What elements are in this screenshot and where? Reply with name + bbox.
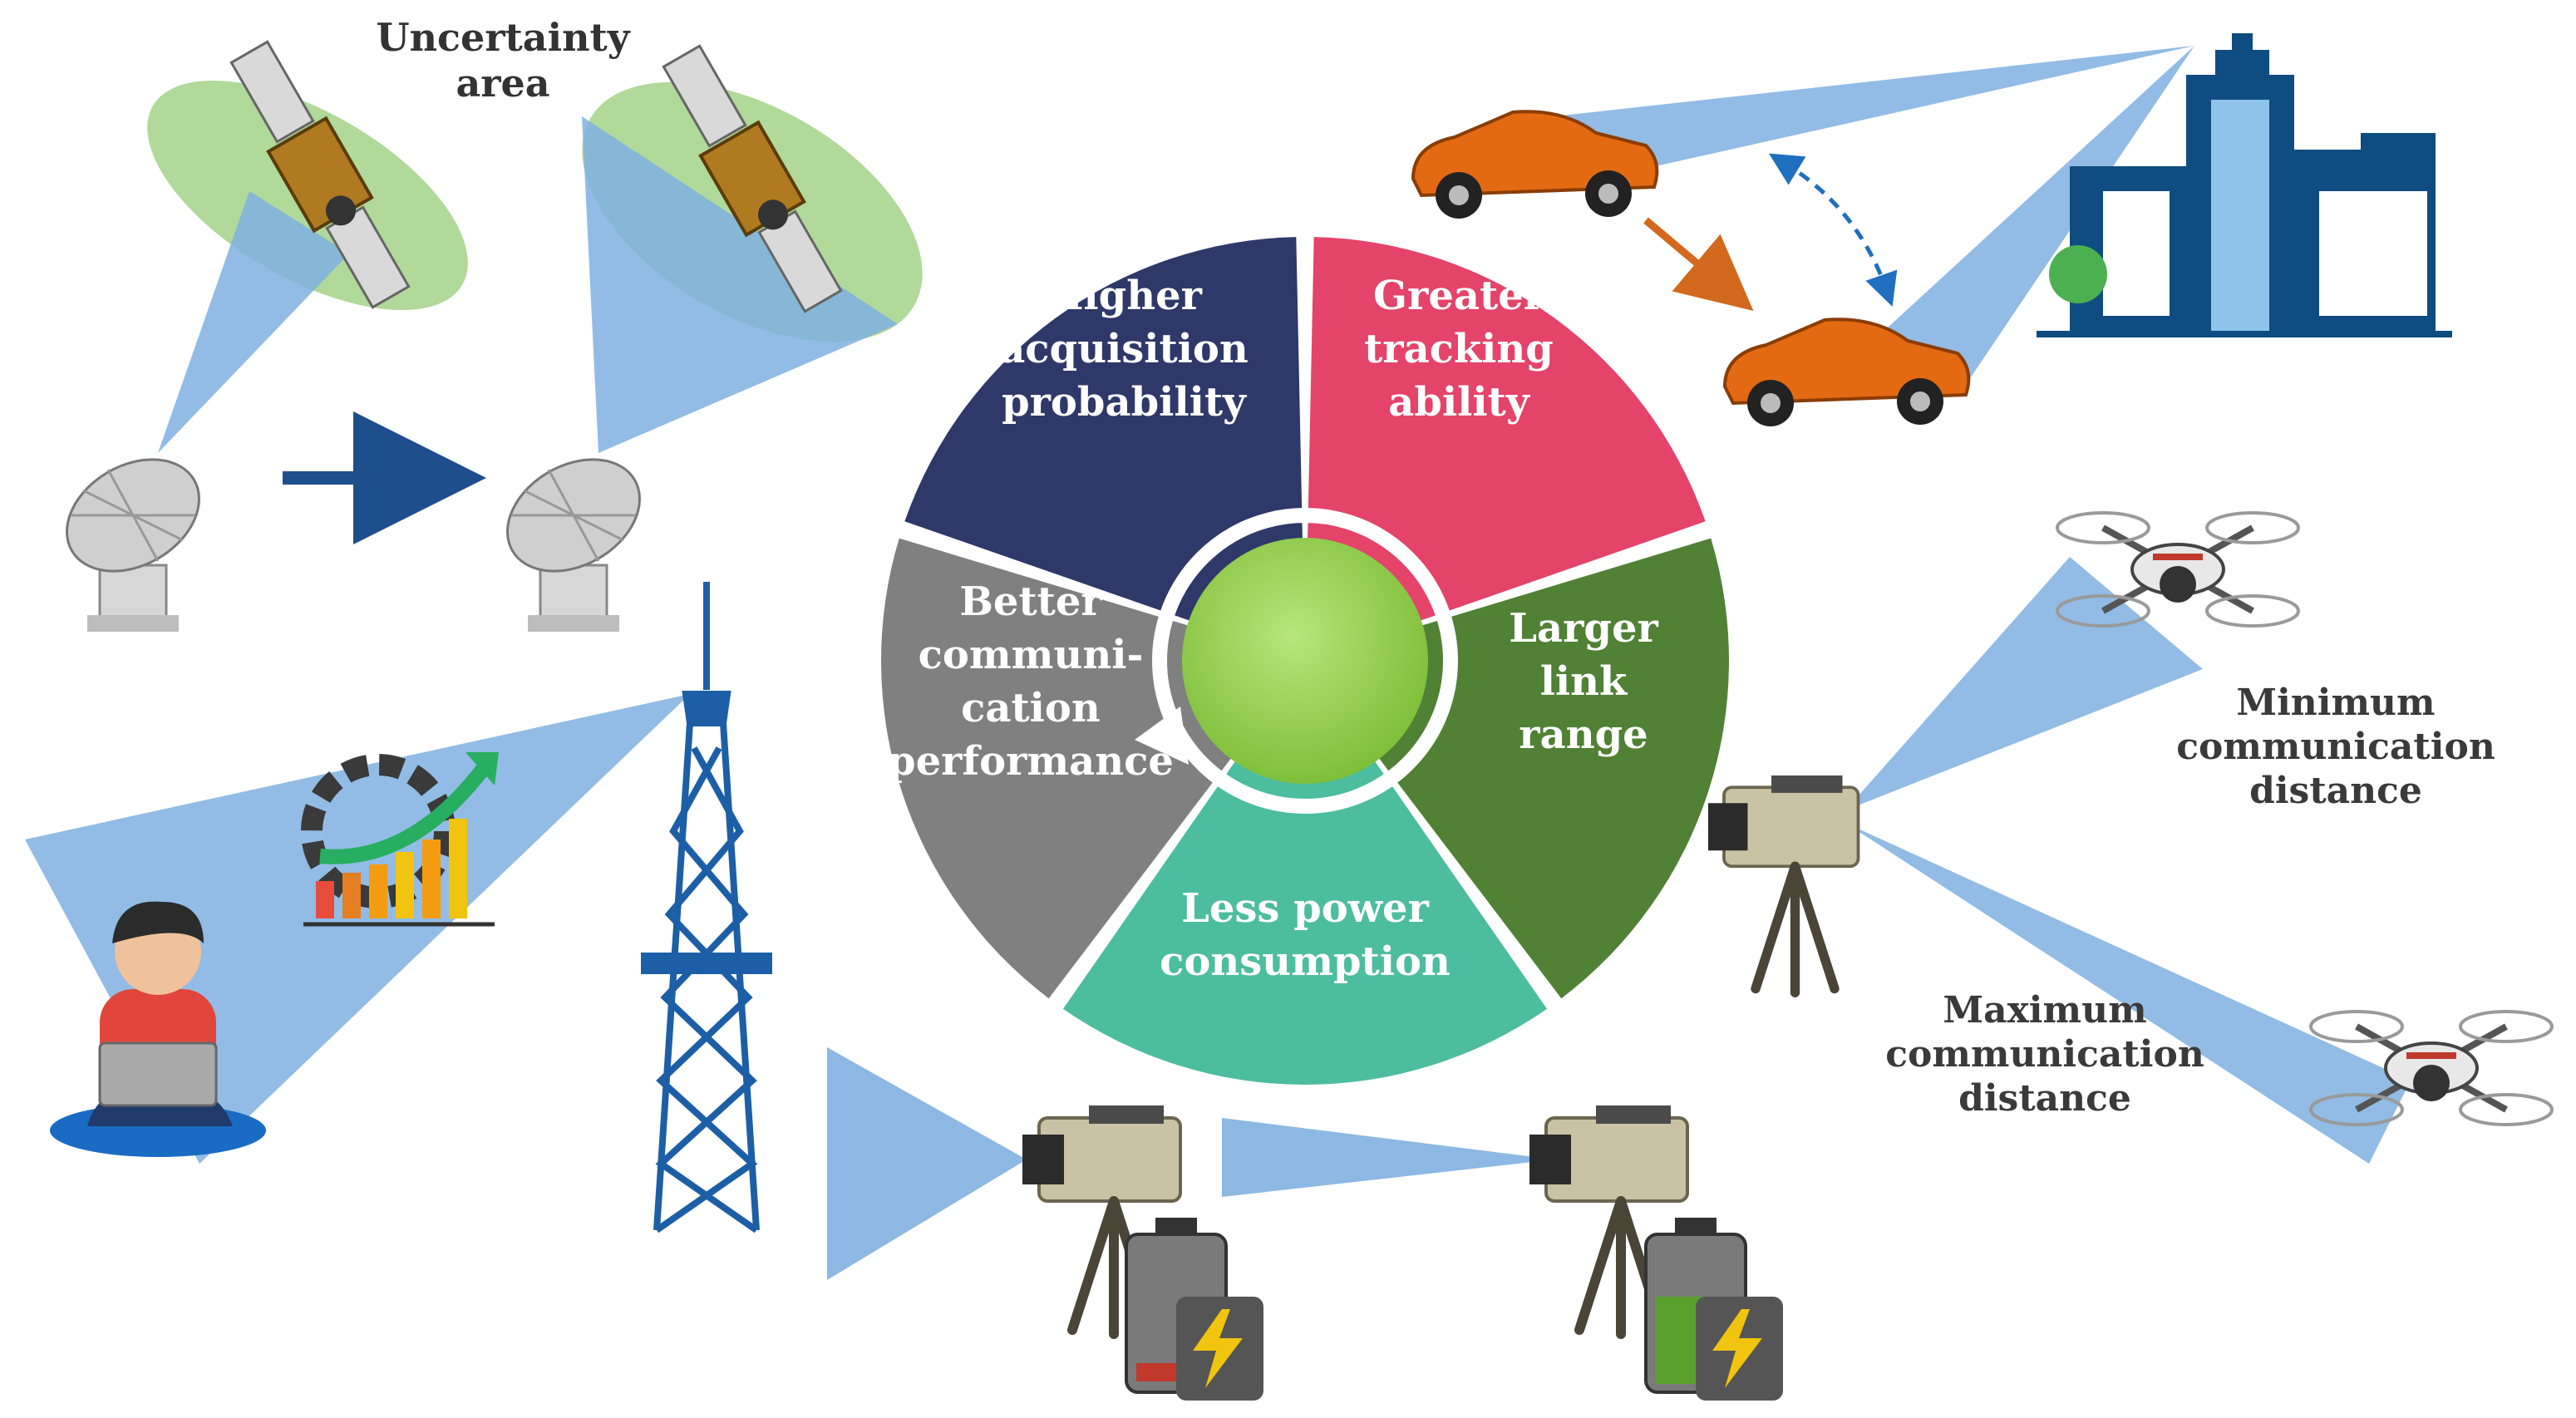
wheel-label-power-line1: Less power <box>1181 885 1429 932</box>
wheel-label-communication-line3: cation <box>961 685 1101 731</box>
growth-chart-icon <box>301 752 499 927</box>
terminal-icon <box>1708 775 1859 992</box>
wheel-label-power-line2: consumption <box>1160 938 1451 985</box>
cycle-ring <box>1152 508 1458 814</box>
terminal-beam-wide <box>827 1047 1027 1280</box>
satellite-icon <box>229 40 411 309</box>
drone-beam-minimum <box>1845 557 2203 810</box>
minimum-label-line3: distance <box>2249 769 2422 812</box>
satellite-scene-wide <box>485 44 923 633</box>
person-laptop-icon <box>50 901 266 1157</box>
uncertainty-label-line1: Uncertainty <box>376 15 630 60</box>
beam-narrow <box>158 191 349 453</box>
benefit-wheel: Higher acquisition probability Greater track… <box>881 237 1729 1086</box>
cycle-arrowhead <box>1135 707 1189 765</box>
wheel-label-link-line1: Larger <box>1509 605 1658 652</box>
minimum-distance-label: Minimum communication distance <box>2153 682 2519 813</box>
car-beam-lower <box>1887 46 2194 391</box>
maximum-label-line3: distance <box>1958 1076 2131 1120</box>
minimum-label-line1: Minimum <box>2236 682 2436 724</box>
wheel-label-tracking-line2: tracking <box>1364 326 1554 372</box>
wheel-label-communication-line1: Better <box>959 579 1102 625</box>
wheel-center <box>1182 538 1428 784</box>
tower-icon <box>641 582 772 1233</box>
wheel-label-acquisition-line2: acquisition <box>999 326 1249 372</box>
building-icon <box>2037 33 2452 337</box>
satellite-scene-narrow <box>45 40 468 633</box>
minimum-label-line2: communication <box>2176 725 2495 768</box>
satellite-icon <box>662 44 843 313</box>
maximum-label-line1: Maximum <box>1943 989 2147 1031</box>
wheel-label-acquisition-line3: probability <box>1002 379 1248 426</box>
tracking-range-arrow <box>1768 153 1898 307</box>
wheel-segment-power <box>1062 661 1548 1086</box>
wheel-label-link-line2: link <box>1540 658 1628 705</box>
wheel-label-communication-line4: performance <box>888 738 1174 785</box>
maximum-label-line2: communication <box>1885 1032 2204 1076</box>
maximum-distance-label: Maximum communication distance <box>1862 989 2228 1120</box>
beam-wide <box>582 116 898 453</box>
uncertainty-label-line2: area <box>456 61 550 106</box>
battery-low-icon <box>1125 1218 1263 1401</box>
dish-antenna-icon <box>45 436 221 633</box>
terminal-beam-narrow <box>1222 1118 1554 1197</box>
uncertainty-area-label: Uncertainty area <box>366 15 640 106</box>
wheel-label-tracking-line1: Greater <box>1373 273 1545 319</box>
dish-antenna-icon <box>485 436 662 633</box>
wheel-label-tracking-line3: ability <box>1388 379 1531 426</box>
car-motion-arrow <box>1643 217 1754 311</box>
wheel-label-link-line3: range <box>1519 711 1648 758</box>
wheel-label-acquisition-line1: Higher <box>1046 273 1203 319</box>
drone-beam-maximum <box>1845 823 2411 1164</box>
car-beam-upper <box>1554 46 2194 187</box>
wheel-label-communication-line2: communi- <box>919 632 1144 678</box>
battery-full-icon <box>1644 1218 1783 1401</box>
